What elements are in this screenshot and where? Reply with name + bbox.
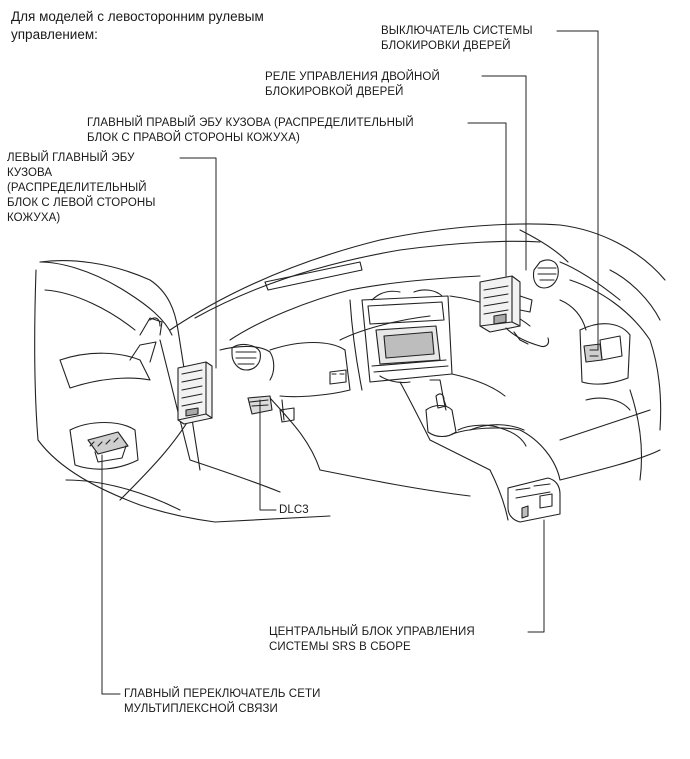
- label-left-body-ecu-line-4: БЛОК С ЛЕВОЙ СТОРОНЫ: [7, 197, 156, 209]
- label-double-lock-relay-line-1: РЕЛЕ УПРАВЛЕНИЯ ДВОЙНОЙ: [265, 71, 440, 83]
- left-body-ecu-drawing: [177, 361, 213, 425]
- label-dlc3: DLC3: [279, 504, 309, 516]
- label-srs-unit-line-2: СИСТЕМЫ SRS В СБОРЕ: [269, 641, 411, 653]
- floor-outline: [189, 459, 471, 523]
- page-heading-line-1: Для моделей с левосторонним рулевым: [11, 9, 264, 24]
- label-door-lock-switch-line-1: ВЫКЛЮЧАТЕЛЬ СИСТЕМЫ: [381, 25, 533, 37]
- center-console-drawing: [399, 379, 661, 523]
- label-left-body-ecu-line-2: КУЗОВА: [7, 167, 53, 179]
- label-left-body-ecu-line-1: ЛЕВЫЙ ГЛАВНЫЙ ЭБУ: [7, 152, 135, 164]
- label-left-body-ecu-line-5: КОЖУХА): [7, 212, 61, 224]
- label-door-lock-switch-line-2: БЛОКИРОВКИ ДВЕРЕЙ: [381, 40, 511, 52]
- right-door-drawing: [559, 279, 662, 481]
- page-heading-line-2: управлением:: [11, 27, 98, 42]
- label-right-body-ecu-line-2: БЛОК С ПРАВОЙ СТОРОНЫ КОЖУХА): [87, 132, 300, 144]
- dashboard-drawing: [169, 223, 666, 471]
- label-double-lock-relay-line-2: БЛОКИРОВКОЙ ДВЕРЕЙ: [265, 86, 404, 98]
- label-right-body-ecu-line-1: ГЛАВНЫЙ ПРАВЫЙ ЭБУ КУЗОВА (РАСПРЕДЕЛИТЕЛ…: [87, 117, 414, 129]
- label-multiplex-switch-line-1: ГЛАВНЫЙ ПЕРЕКЛЮЧАТЕЛЬ СЕТИ: [124, 688, 321, 700]
- leader-lines: [101, 30, 599, 695]
- right-body-ecu-drawing: [479, 275, 550, 348]
- label-left-body-ecu-line-3: (РАСПРЕДЕЛИТЕЛЬНЫЙ: [7, 182, 147, 194]
- label-multiplex-switch-line-2: МУЛЬТИПЛЕКСНОЙ СВЯЗИ: [124, 703, 278, 715]
- label-srs-unit-line-1: ЦЕНТРАЛЬНЫЙ БЛОК УПРАВЛЕНИЯ: [269, 626, 475, 638]
